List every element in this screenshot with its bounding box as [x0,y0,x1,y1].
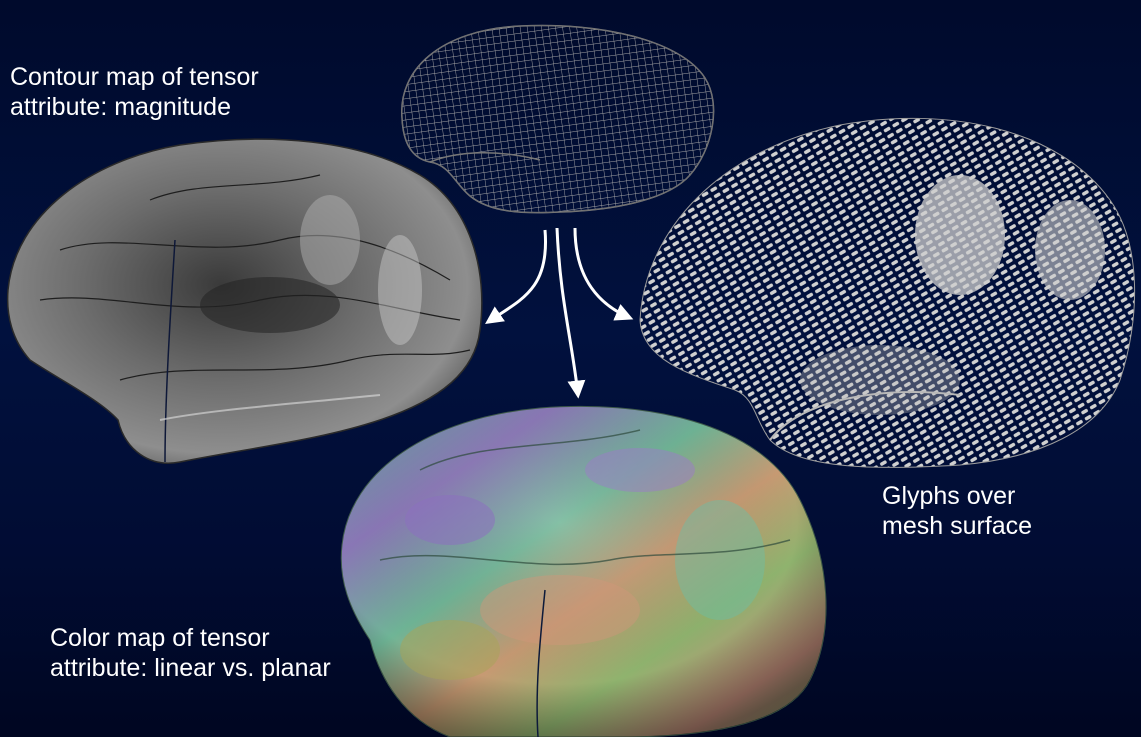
glyph-caption: Glyphs over mesh surface [882,481,1032,541]
glyph-brain [640,118,1135,467]
arrow-to-glyph [575,228,630,318]
caption-line: Glyphs over [882,481,1032,511]
contour-map-brain [8,139,482,463]
caption-line: Color map of tensor [50,623,331,653]
arrow-to-contour [488,230,546,322]
caption-line: mesh surface [882,511,1032,541]
contour-map-caption: Contour map of tensor attribute: magnitu… [10,62,259,122]
color-map-brain [341,406,826,737]
caption-line: attribute: linear vs. planar [50,653,331,683]
arrow-to-color [557,228,578,395]
color-map-caption: Color map of tensor attribute: linear vs… [50,623,331,683]
caption-line: attribute: magnitude [10,92,259,122]
caption-line: Contour map of tensor [10,62,259,92]
wireframe-mesh-brain [402,25,714,212]
arrows [488,228,630,395]
